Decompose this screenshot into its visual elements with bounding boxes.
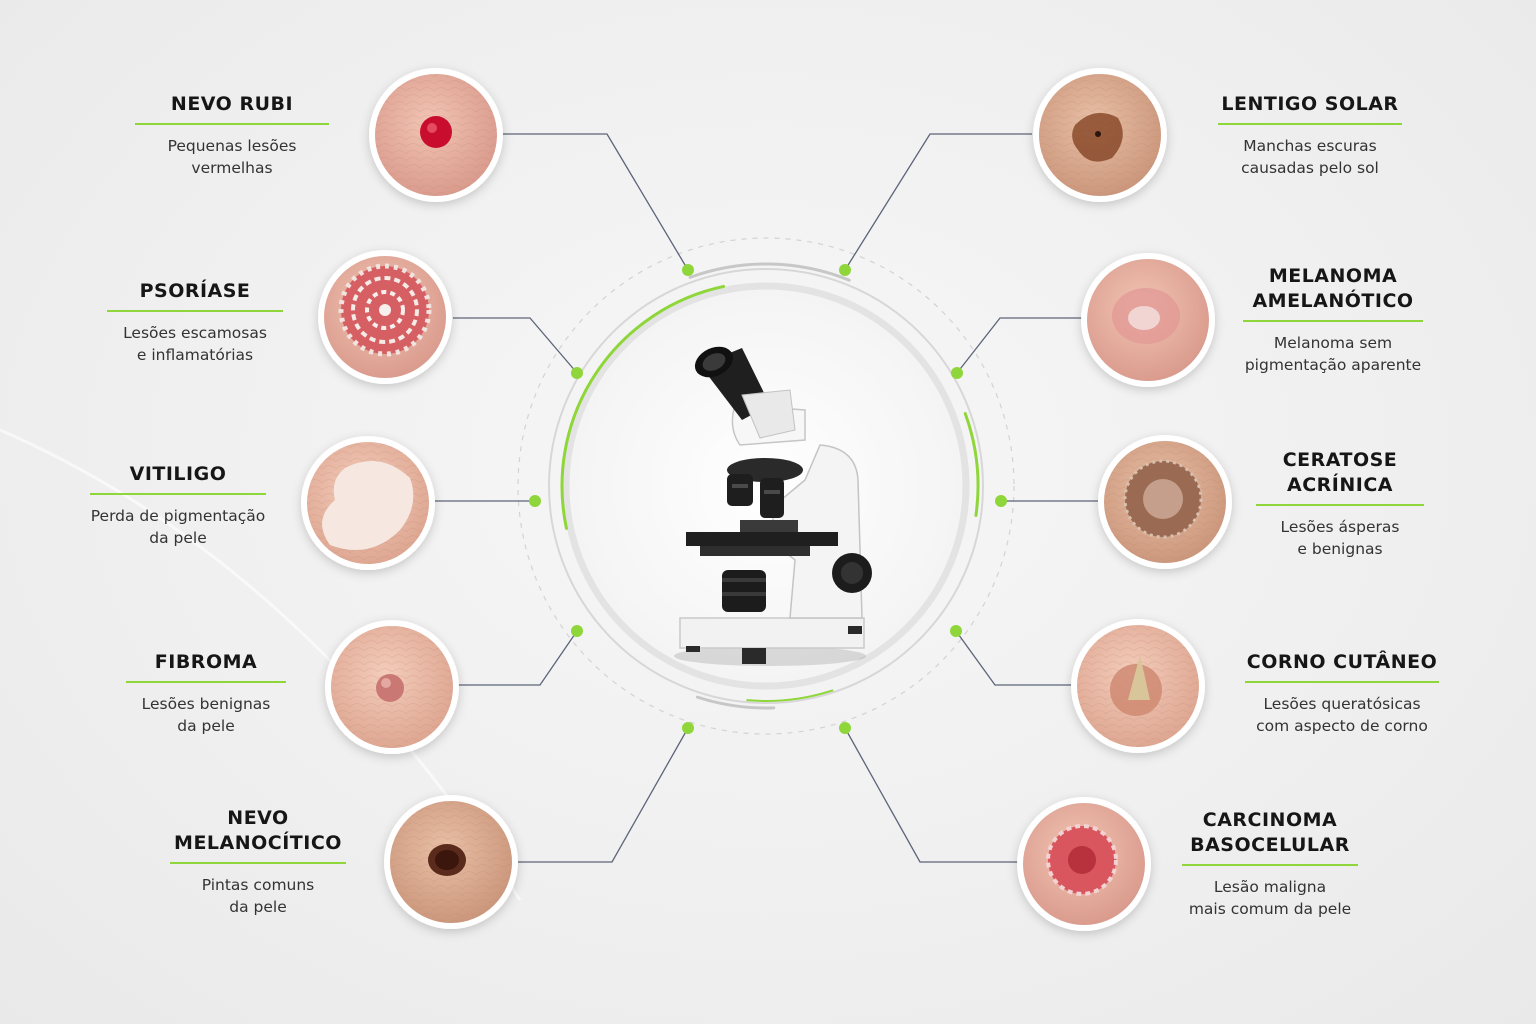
lesion-melanoma-amelanotico-photo	[1081, 253, 1215, 387]
label-nevo-rubi: NEVO RUBI Pequenas lesões vermelhas	[135, 92, 329, 179]
label-vitiligo: VITILIGO Perda de pigmentação da pele	[80, 462, 276, 549]
lesion-title: CERATOSE ACRÍNICA	[1282, 449, 1398, 496]
label-ceratose-acrinica: CERATOSE ACRÍNICA Lesões ásperas e benig…	[1256, 448, 1424, 560]
connector-dot	[571, 625, 583, 637]
connector-line	[844, 727, 1018, 863]
lesion-title: LENTIGO SOLAR	[1221, 93, 1399, 115]
connector-line	[955, 630, 1072, 686]
middle-ring	[548, 268, 984, 704]
lesion-fibroma-photo	[325, 620, 459, 754]
lesion-description: Perda de pigmentação da pele	[90, 507, 266, 547]
connector-dot	[950, 625, 962, 637]
cutaneous-horn-icon	[1128, 655, 1150, 700]
connector-line	[503, 133, 689, 271]
lesion-title: MELANOMA AMELANÓTICO	[1252, 265, 1414, 312]
connector-dot	[839, 264, 851, 276]
title-underline	[1218, 123, 1402, 125]
microscope-icon	[674, 346, 872, 666]
lesion-title: PSORÍASE	[139, 280, 251, 302]
lesion-description: Lesão maligna mais comum da pele	[1188, 878, 1352, 918]
label-carcinoma-basocelular: CARCINOMA BASOCELULAR Lesão maligna mais…	[1180, 808, 1360, 920]
lesion-vitiligo-photo	[301, 436, 435, 570]
cherry-angioma-icon	[420, 116, 452, 148]
lesion-description: Pequenas lesões vermelhas	[167, 137, 297, 177]
title-underline	[1243, 320, 1423, 322]
label-lentigo-solar: LENTIGO SOLAR Manchas escuras causadas p…	[1218, 92, 1402, 179]
connector-dot	[995, 495, 1007, 507]
connector-lines	[435, 133, 1098, 863]
psoriasis-icon	[338, 263, 432, 357]
connector-dot	[529, 495, 541, 507]
title-underline	[126, 681, 286, 683]
lesion-description: Lesões benignas da pele	[141, 695, 271, 735]
lesion-psoriase-photo	[318, 250, 452, 384]
vitiligo-icon	[322, 460, 414, 550]
lesion-title: NEVO MELANOCÍTICO	[174, 807, 342, 854]
title-underline	[107, 310, 283, 312]
connector-line	[844, 133, 1032, 271]
lesion-title: CORNO CUTÂNEO	[1246, 651, 1438, 673]
lesion-carcinoma-basocelular-photo	[1017, 797, 1151, 931]
connector-dot	[682, 264, 694, 276]
lesion-lentigo-solar-photo	[1033, 68, 1167, 202]
outer-dashed-ring	[517, 237, 1015, 735]
title-underline	[170, 862, 346, 864]
lesion-title: FIBROMA	[154, 651, 258, 673]
accent-arc-right	[963, 411, 980, 518]
connector-dot	[839, 722, 851, 734]
title-underline	[1256, 504, 1424, 506]
lesion-nevo-rubi-photo	[369, 68, 503, 202]
lesion-description: Lesões ásperas e benignas	[1280, 518, 1400, 558]
label-nevo-melanocitico: NEVO MELANOCÍTICO Pintas comuns da pele	[170, 806, 346, 918]
lesion-nevo-melanocitico-photo	[384, 795, 518, 929]
connector-line	[458, 630, 578, 686]
lesion-corno-cutaneo-photo	[1071, 619, 1205, 753]
lesion-ceratose-acrinica-photo	[1098, 435, 1232, 569]
fibroma-icon	[376, 674, 404, 702]
accent-arc-bottom	[746, 689, 834, 702]
label-fibroma: FIBROMA Lesões benignas da pele	[124, 650, 288, 737]
grey-arc-top	[688, 262, 851, 282]
title-underline	[1245, 681, 1439, 683]
label-psoriase: PSORÍASE Lesões escamosas e inflamatória…	[107, 279, 283, 366]
lesion-description: Lesões escamosas e inflamatórias	[123, 324, 267, 364]
lesion-description: Manchas escuras causadas pelo sol	[1241, 137, 1379, 177]
lesion-description: Melanoma sem pigmentação aparente	[1244, 334, 1422, 374]
title-underline	[1182, 864, 1358, 866]
connector-line	[453, 317, 578, 374]
connector-dot	[951, 367, 963, 379]
lesion-title: CARCINOMA BASOCELULAR	[1190, 809, 1350, 856]
title-underline	[90, 493, 266, 495]
label-melanoma-amelanotico: MELANOMA AMELANÓTICO Melanoma sem pigmen…	[1238, 264, 1428, 376]
connector-line	[956, 317, 1082, 374]
lesion-title: VITILIGO	[129, 463, 227, 485]
title-underline	[135, 123, 329, 125]
solar-lentigo-icon	[1072, 112, 1123, 162]
connector-line	[518, 727, 689, 863]
connector-dot	[682, 722, 694, 734]
label-corno-cutaneo: CORNO CUTÂNEO Lesões queratósicas com as…	[1244, 650, 1440, 737]
grey-arc-bottom	[695, 695, 776, 710]
lesion-title: NEVO RUBI	[170, 93, 294, 115]
lesion-description: Pintas comuns da pele	[201, 876, 315, 916]
accent-arc-left	[560, 284, 726, 530]
lesion-description: Lesões queratósicas com aspecto de corno	[1256, 695, 1428, 735]
connector-dot	[571, 367, 583, 379]
